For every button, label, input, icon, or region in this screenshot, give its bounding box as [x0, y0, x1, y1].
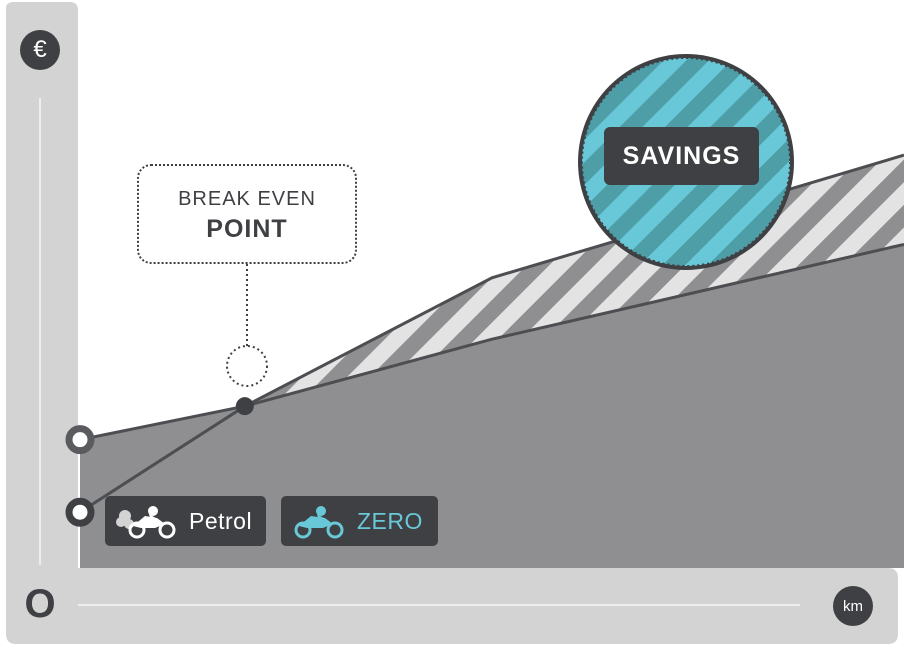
- legend-item-petrol: Petrol: [105, 496, 266, 546]
- break-even-callout: BREAK EVEN POINT: [137, 164, 357, 264]
- petrol-motorcycle-icon: [116, 506, 176, 539]
- x-axis-label: km: [843, 597, 863, 615]
- chart-frame: [6, 2, 898, 644]
- legend-item-zero: ZERO: [281, 496, 438, 546]
- zero-series-line: [79, 242, 904, 442]
- petrol-start-marker: [65, 497, 95, 527]
- origin-label: O: [24, 582, 55, 626]
- electric-motorcycle-icon: [294, 506, 344, 539]
- break-even-halo: [226, 345, 268, 387]
- break-even-point-marker: [235, 397, 254, 416]
- km-icon: km: [833, 586, 873, 626]
- legend-label-zero: ZERO: [357, 507, 423, 534]
- legend-label-petrol: Petrol: [189, 507, 253, 534]
- euro-icon: €: [20, 30, 60, 70]
- break-even-line1: BREAK EVEN: [178, 188, 316, 210]
- zero-start-marker: [65, 425, 95, 455]
- savings-label: SAVINGS: [604, 127, 759, 185]
- break-even-line2: POINT: [206, 215, 288, 243]
- y-axis-label: €: [33, 36, 47, 63]
